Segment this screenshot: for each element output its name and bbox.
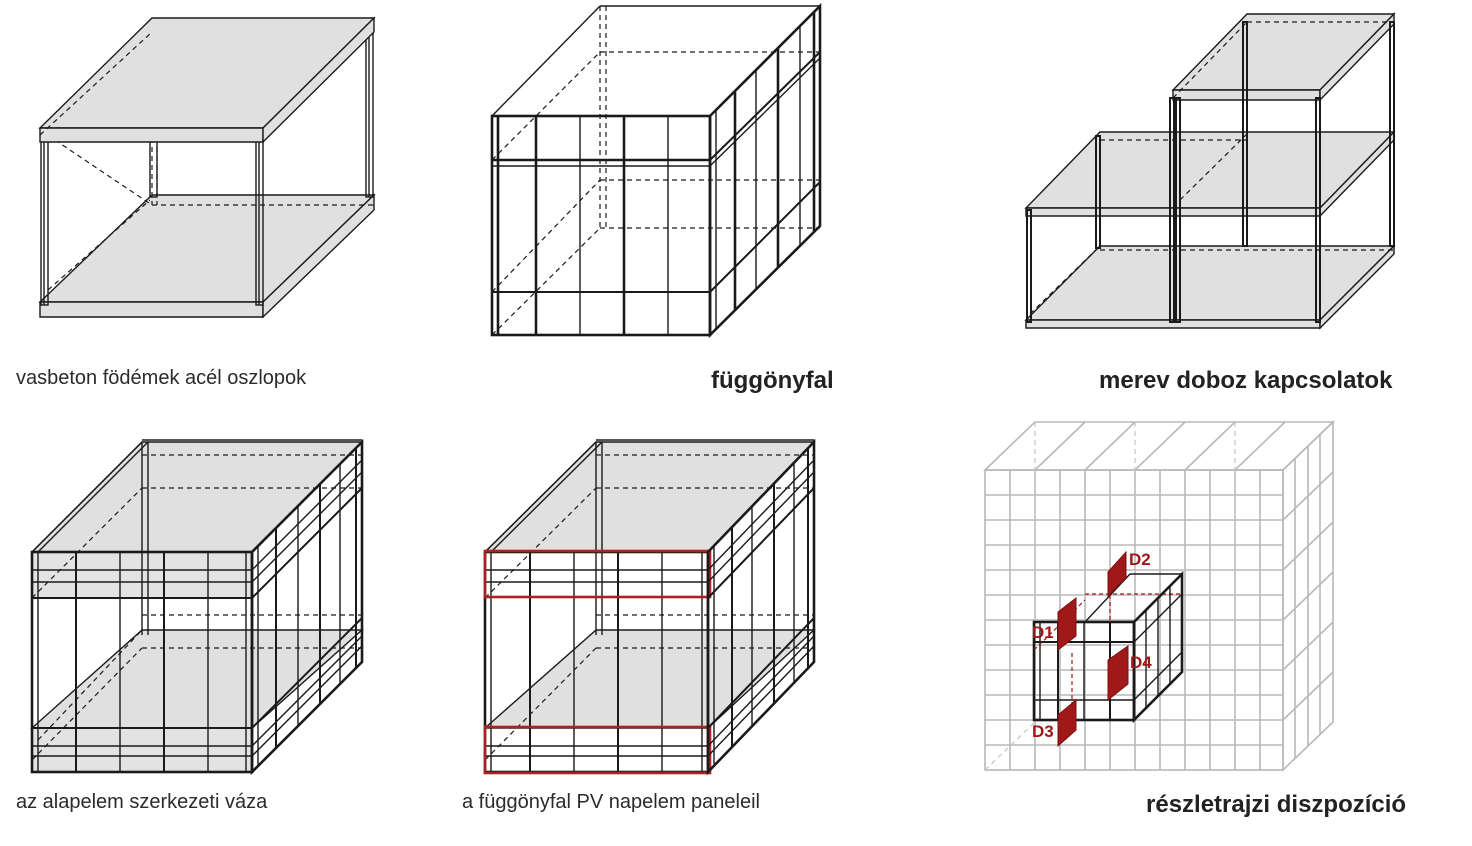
caption-slabs-columns: vasbeton födémek acél oszlopok bbox=[16, 367, 307, 389]
frame-slabs-columns-drawing bbox=[38, 16, 376, 319]
caption-box-connections: merev doboz kapcsolatok bbox=[1099, 367, 1393, 394]
structural-frame-drawing bbox=[30, 438, 364, 776]
detail-label-d4: D4 bbox=[1130, 653, 1152, 672]
box-connections-drawing bbox=[1024, 12, 1396, 330]
detail-marker-d2 bbox=[1107, 550, 1127, 598]
detail-label-d3: D3 bbox=[1032, 722, 1054, 741]
detail-label-d1: D1 bbox=[1032, 623, 1054, 642]
caption-pv-panels: a függönyfal PV napelem paneleil bbox=[462, 791, 760, 813]
detail-marker-d4 bbox=[1107, 645, 1129, 702]
pv-curtain-wall-drawing bbox=[483, 438, 816, 776]
curtain-wall-drawing bbox=[490, 2, 822, 339]
caption-curtain-wall: függönyfal bbox=[711, 367, 834, 394]
detail-disposition-drawing: D1 D2 D3 D4 bbox=[983, 420, 1335, 772]
detail-label-d2: D2 bbox=[1129, 550, 1151, 569]
caption-structural-frame: az alapelem szerkezeti váza bbox=[16, 791, 268, 813]
detail-marker-d1 bbox=[1057, 596, 1077, 652]
caption-detail-disposition: részletrajzi diszpozíció bbox=[1146, 791, 1407, 818]
detail-marker-d3 bbox=[1057, 698, 1077, 748]
